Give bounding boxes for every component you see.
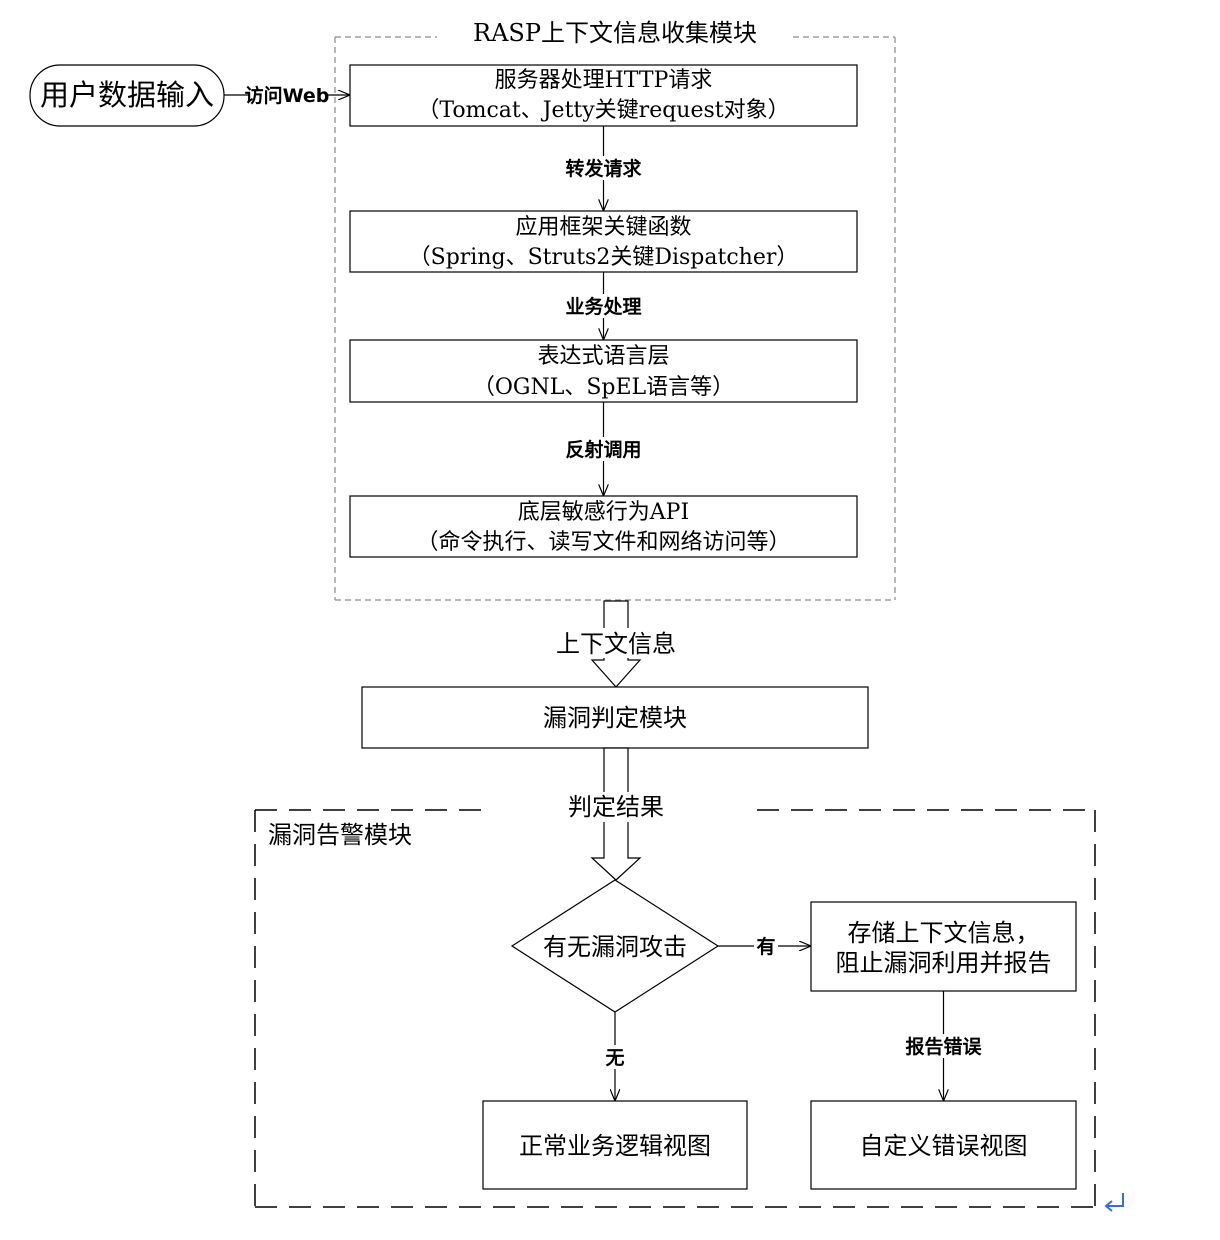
edge-forward-request: 转发请求 <box>558 126 650 211</box>
node-normal-view: 正常业务逻辑视图 <box>482 1100 748 1190</box>
node-sensitive-api-line2: （命令执行、读写文件和网络访问等） <box>416 530 790 555</box>
edge-label-context-info: 上下文信息 <box>556 630 676 658</box>
node-framework-line2: （Spring、Struts2关键Dispatcher） <box>409 245 799 270</box>
alert-module: 漏洞告警模块 <box>254 809 1096 1208</box>
edge-label-access-web: 访问Web <box>245 84 330 107</box>
paragraph-mark-icon <box>1104 1193 1124 1212</box>
edge-label-no: 无 <box>605 1047 624 1069</box>
node-vuln-judgment: 漏洞判定模块 <box>361 686 869 749</box>
node-normal-view-label: 正常业务逻辑视图 <box>519 1132 711 1160</box>
edge-report-error: 报告错误 <box>898 991 990 1101</box>
node-expression-layer-line2: （OGNL、SpEL语言等） <box>473 375 734 400</box>
node-framework: 应用框架关键函数 （Spring、Struts2关键Dispatcher） <box>349 210 858 273</box>
node-store-block-line1: 存储上下文信息， <box>848 919 1040 947</box>
edge-label-yes: 有 <box>756 935 775 958</box>
edge-judgment-result: 判定结果 <box>558 747 674 881</box>
edge-context-info: 上下文信息 <box>550 600 682 688</box>
node-error-view: 自定义错误视图 <box>810 1100 1077 1190</box>
node-expression-layer: 表达式语言层 （OGNL、SpEL语言等） <box>349 339 858 403</box>
edge-label-business-processing: 业务处理 <box>565 295 641 318</box>
edge-business-processing: 业务处理 <box>558 272 650 340</box>
node-store-block-line2: 阻止漏洞利用并报告 <box>836 949 1052 977</box>
user-input-label: 用户数据输入 <box>40 78 214 112</box>
edge-label-reflection-call: 反射调用 <box>565 438 641 461</box>
edge-access-web: 访问Web <box>224 83 350 107</box>
node-sensitive-api: 底层敏感行为API （命令执行、读写文件和网络访问等） <box>349 495 858 558</box>
collector-module: RASP上下文信息收集模块 <box>334 19 896 601</box>
node-http-server-line2: （Tomcat、Jetty关键request对象） <box>417 98 789 123</box>
collector-module-title: RASP上下文信息收集模块 <box>473 19 757 47</box>
edge-label-judgment-result: 判定结果 <box>568 793 664 821</box>
node-framework-line1: 应用框架关键函数 <box>515 215 691 240</box>
edge-label-report-error: 报告错误 <box>905 1035 982 1058</box>
edge-reflection-call: 反射调用 <box>558 402 650 496</box>
node-attack-decision-label: 有无漏洞攻击 <box>543 933 687 961</box>
edge-yes: 有 <box>718 934 811 958</box>
node-store-block: 存储上下文信息， 阻止漏洞利用并报告 <box>810 901 1077 992</box>
node-vuln-judgment-label: 漏洞判定模块 <box>543 704 687 732</box>
user-input-node: 用户数据输入 <box>29 64 225 127</box>
node-error-view-label: 自定义错误视图 <box>860 1132 1028 1160</box>
node-attack-decision: 有无漏洞攻击 <box>510 879 720 1013</box>
node-sensitive-api-line1: 底层敏感行为API <box>518 500 689 525</box>
alert-module-title: 漏洞告警模块 <box>268 821 412 849</box>
edge-no: 无 <box>603 1012 627 1101</box>
node-http-server: 服务器处理HTTP请求 （Tomcat、Jetty关键request对象） <box>349 64 858 127</box>
node-expression-layer-line1: 表达式语言层 <box>537 344 669 369</box>
node-http-server-line1: 服务器处理HTTP请求 <box>495 68 713 93</box>
edge-label-forward-request: 转发请求 <box>565 157 642 180</box>
